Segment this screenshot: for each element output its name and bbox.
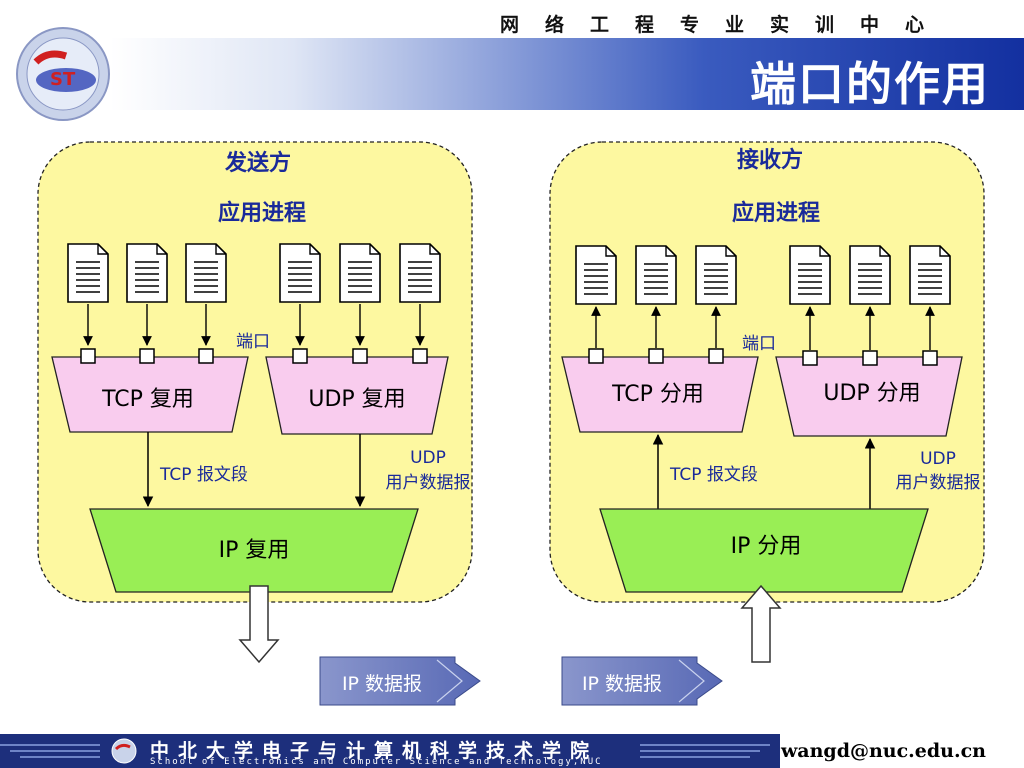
doc-icon bbox=[909, 245, 951, 305]
footer-decor bbox=[640, 744, 770, 758]
footer-school-cn: 中北大学电子与计算机科学技术学院 bbox=[150, 740, 599, 762]
center-name: 网络工程专业实训中心 bbox=[500, 14, 951, 36]
port-box bbox=[352, 348, 368, 364]
doc-icon bbox=[126, 243, 168, 303]
datagram-left bbox=[319, 656, 481, 706]
datagram-left-label: IP 数据报 bbox=[342, 673, 422, 695]
receiver-title: 接收方 bbox=[737, 147, 803, 173]
sender-title: 发送方 bbox=[224, 150, 291, 176]
udp-label-line2: 用户数据报 bbox=[896, 473, 981, 493]
doc-icon bbox=[279, 243, 321, 303]
footer-school-en: School of Electronics and Computer Scien… bbox=[150, 757, 603, 767]
doc-icon bbox=[695, 245, 737, 305]
tcp-demux-label: TCP 分用 bbox=[611, 382, 704, 407]
udp-label-line1: UDP bbox=[920, 449, 956, 469]
footer-decor bbox=[0, 744, 100, 758]
datagram-right-label: IP 数据报 bbox=[582, 673, 662, 695]
tcp-mux-label: TCP 复用 bbox=[101, 387, 194, 412]
port-box bbox=[292, 348, 308, 364]
footer-logo-icon bbox=[111, 738, 137, 764]
udp-label-line2: 用户数据报 bbox=[386, 473, 471, 493]
footer-email-box bbox=[780, 734, 1024, 768]
doc-icon bbox=[575, 245, 617, 305]
port-box bbox=[198, 348, 214, 364]
ip-mux bbox=[89, 508, 419, 593]
down-arrow bbox=[238, 585, 280, 664]
doc-icon bbox=[185, 243, 227, 303]
udp-label-line1: UDP bbox=[410, 448, 446, 468]
udp-demux-label: UDP 分用 bbox=[823, 381, 920, 406]
port-label: 端口 bbox=[742, 334, 776, 354]
port-box bbox=[139, 348, 155, 364]
port-box bbox=[802, 350, 818, 366]
tcp-segment-label: TCP 报文段 bbox=[669, 465, 758, 485]
doc-icon bbox=[399, 243, 441, 303]
port-box bbox=[412, 348, 428, 364]
port-box bbox=[922, 350, 938, 366]
sender-app-label: 应用进程 bbox=[218, 200, 306, 226]
doc-icon bbox=[849, 245, 891, 305]
port-diagram: 发送方 应用进程 端口 TCP 复用 UDP 复用 TCP 报文段 UDP 用户… bbox=[37, 141, 985, 706]
ip-demux bbox=[599, 508, 929, 593]
port-box bbox=[588, 348, 604, 364]
up-arrow bbox=[740, 584, 782, 663]
udp-demux bbox=[775, 356, 963, 437]
ip-demux-label: IP 分用 bbox=[731, 534, 802, 559]
receiver-app-label: 应用进程 bbox=[732, 200, 820, 226]
school-logo-icon: ST bbox=[16, 27, 110, 121]
header-strip bbox=[0, 0, 1024, 38]
udp-mux-label: UDP 复用 bbox=[308, 387, 405, 412]
port-box bbox=[648, 348, 664, 364]
port-label: 端口 bbox=[236, 332, 270, 352]
doc-icon bbox=[339, 243, 381, 303]
tcp-demux bbox=[561, 356, 759, 433]
port-box bbox=[708, 348, 724, 364]
port-box bbox=[80, 348, 96, 364]
port-box bbox=[862, 350, 878, 366]
ip-mux-label: IP 复用 bbox=[219, 538, 290, 563]
doc-icon bbox=[789, 245, 831, 305]
datagram-right bbox=[561, 656, 723, 706]
page-title: 端口的作用 bbox=[750, 57, 990, 111]
footer-email: wangd@nuc.edu.cn bbox=[780, 740, 986, 762]
doc-icon bbox=[635, 245, 677, 305]
doc-icon bbox=[67, 243, 109, 303]
udp-mux bbox=[265, 356, 449, 435]
svg-text:ST: ST bbox=[50, 69, 76, 90]
tcp-segment-label: TCP 报文段 bbox=[159, 465, 248, 485]
tcp-mux bbox=[51, 356, 249, 433]
title-bar bbox=[110, 38, 1024, 110]
